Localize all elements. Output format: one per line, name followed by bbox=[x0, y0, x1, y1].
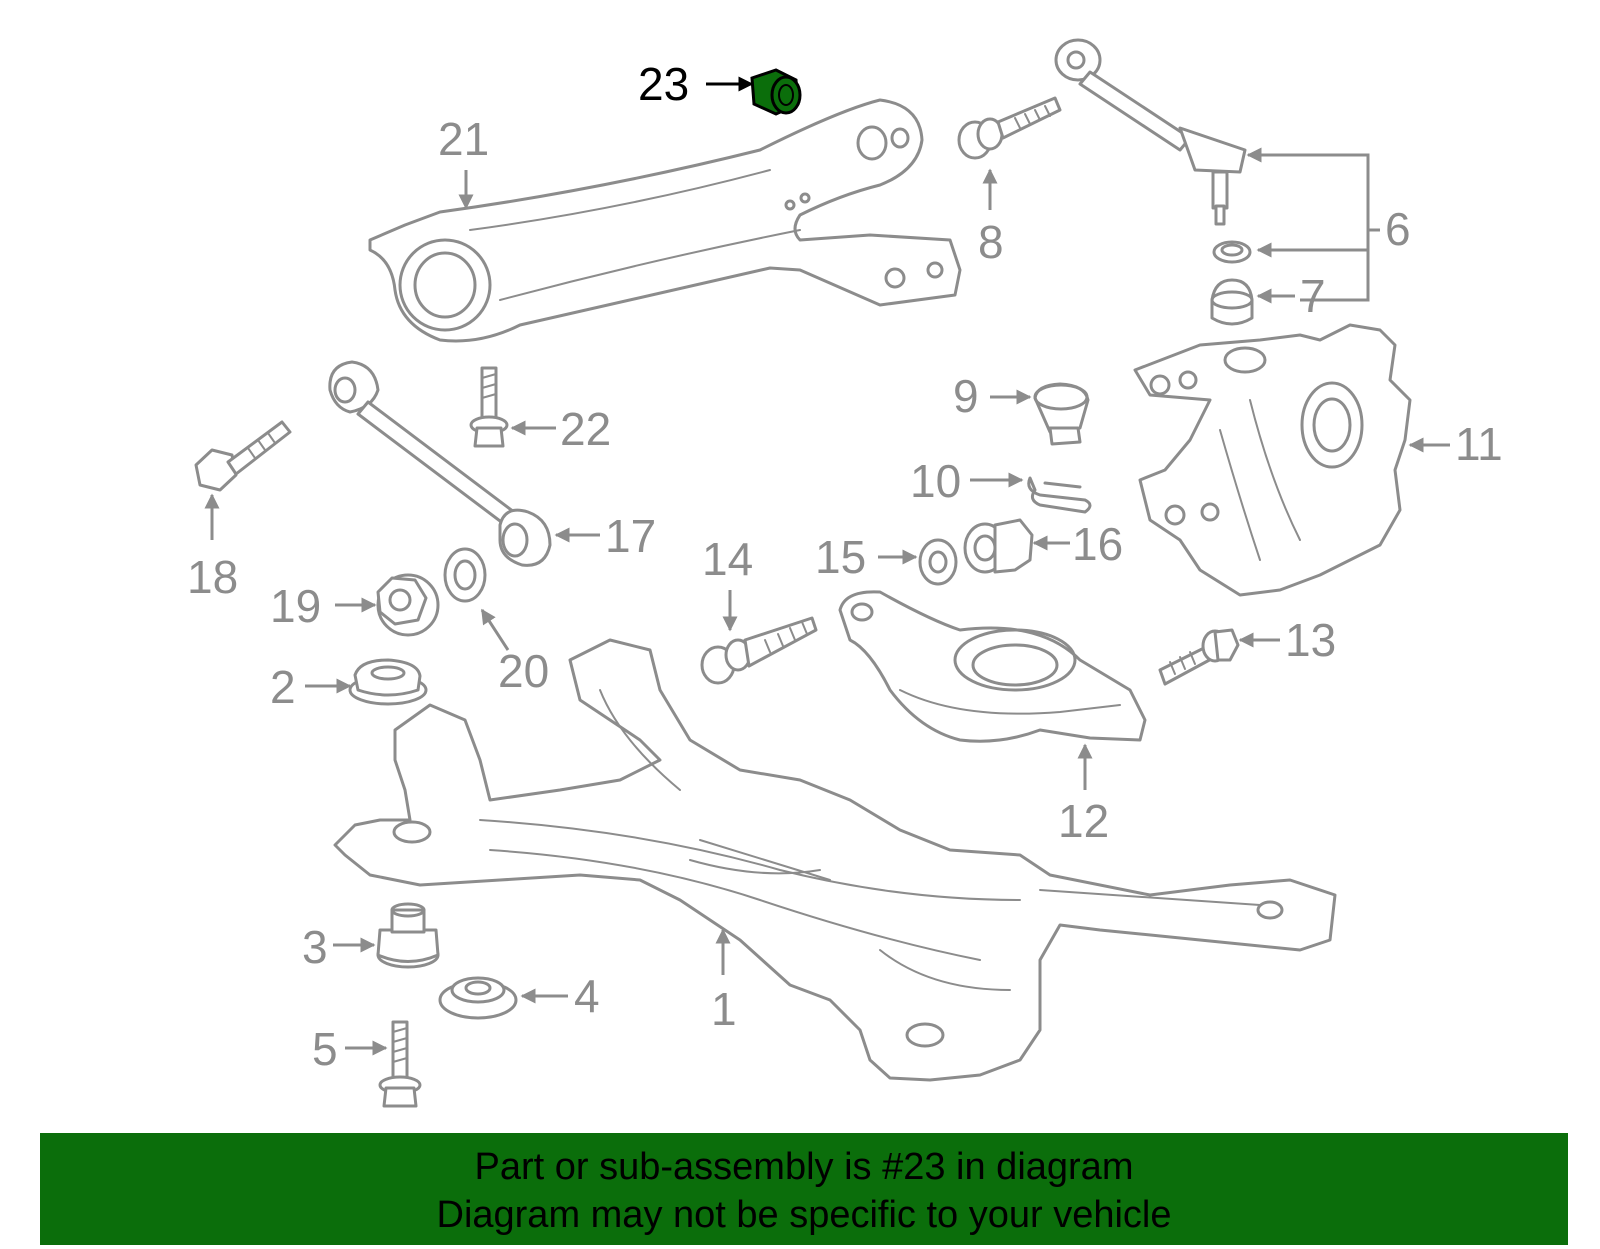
callout-19: 19 bbox=[270, 580, 321, 632]
callout-15: 15 bbox=[815, 531, 866, 583]
callout-17: 17 bbox=[605, 510, 656, 562]
callout-14: 14 bbox=[702, 533, 753, 585]
part-22-bolt[interactable] bbox=[469, 366, 509, 448]
banner-line-2: Diagram may not be specific to your vehi… bbox=[436, 1194, 1172, 1236]
part-14-bolt[interactable] bbox=[700, 616, 818, 685]
callout-2: 2 bbox=[270, 661, 296, 713]
callout-1: 1 bbox=[711, 983, 737, 1035]
callout-18: 18 bbox=[187, 551, 238, 603]
part-7-bushing[interactable] bbox=[1210, 278, 1254, 326]
part-21-trailing-arm[interactable] bbox=[368, 98, 962, 343]
callout-4: 4 bbox=[574, 970, 600, 1022]
callout-7: 7 bbox=[1300, 270, 1326, 322]
part-12-lower-arm[interactable] bbox=[838, 590, 1147, 743]
part-8-bolt[interactable] bbox=[957, 96, 1062, 160]
part-9-bushing[interactable] bbox=[1033, 382, 1090, 446]
part-4-bushing[interactable] bbox=[438, 976, 518, 1020]
part-18-bolt[interactable] bbox=[194, 420, 292, 492]
banner-line-1: Part or sub-assembly is #23 in diagram bbox=[474, 1146, 1134, 1188]
callout-21: 21 bbox=[438, 113, 489, 165]
callout-11: 11 bbox=[1455, 418, 1503, 470]
callout-12: 12 bbox=[1058, 795, 1109, 847]
part-23-flange-nut[interactable] bbox=[750, 68, 802, 116]
callout-6: 6 bbox=[1385, 203, 1411, 255]
callout-5: 5 bbox=[312, 1023, 338, 1075]
part-2-bushing[interactable] bbox=[348, 658, 428, 706]
callout-20: 20 bbox=[498, 645, 549, 697]
callout-10: 10 bbox=[910, 455, 961, 507]
part-6-stabilizer-link[interactable] bbox=[1054, 38, 1252, 264]
callout-22: 22 bbox=[560, 403, 611, 455]
part-16-nut[interactable] bbox=[963, 518, 1034, 574]
part-13-bolt[interactable] bbox=[1158, 628, 1240, 686]
part-3-bushing[interactable] bbox=[376, 902, 440, 969]
part-19-nut[interactable] bbox=[376, 573, 440, 637]
callout-23: 23 bbox=[638, 58, 689, 110]
callout-13: 13 bbox=[1285, 614, 1336, 666]
part-15-washer[interactable] bbox=[918, 538, 958, 586]
callout-16: 16 bbox=[1072, 518, 1123, 570]
part-10-clip[interactable] bbox=[1027, 476, 1092, 514]
part-11-knuckle[interactable] bbox=[1133, 323, 1412, 597]
leader-20 bbox=[480, 608, 510, 651]
callout-8: 8 bbox=[978, 216, 1004, 268]
callout-9: 9 bbox=[953, 370, 979, 422]
part-1-subframe[interactable] bbox=[333, 638, 1337, 1082]
callout-3: 3 bbox=[302, 921, 328, 973]
part-17-lateral-link[interactable] bbox=[328, 360, 552, 567]
part-5-bolt[interactable] bbox=[378, 1020, 422, 1108]
part-20-washer[interactable] bbox=[443, 547, 487, 603]
info-banner: Part or sub-assembly is #23 in diagram D… bbox=[40, 1133, 1568, 1245]
